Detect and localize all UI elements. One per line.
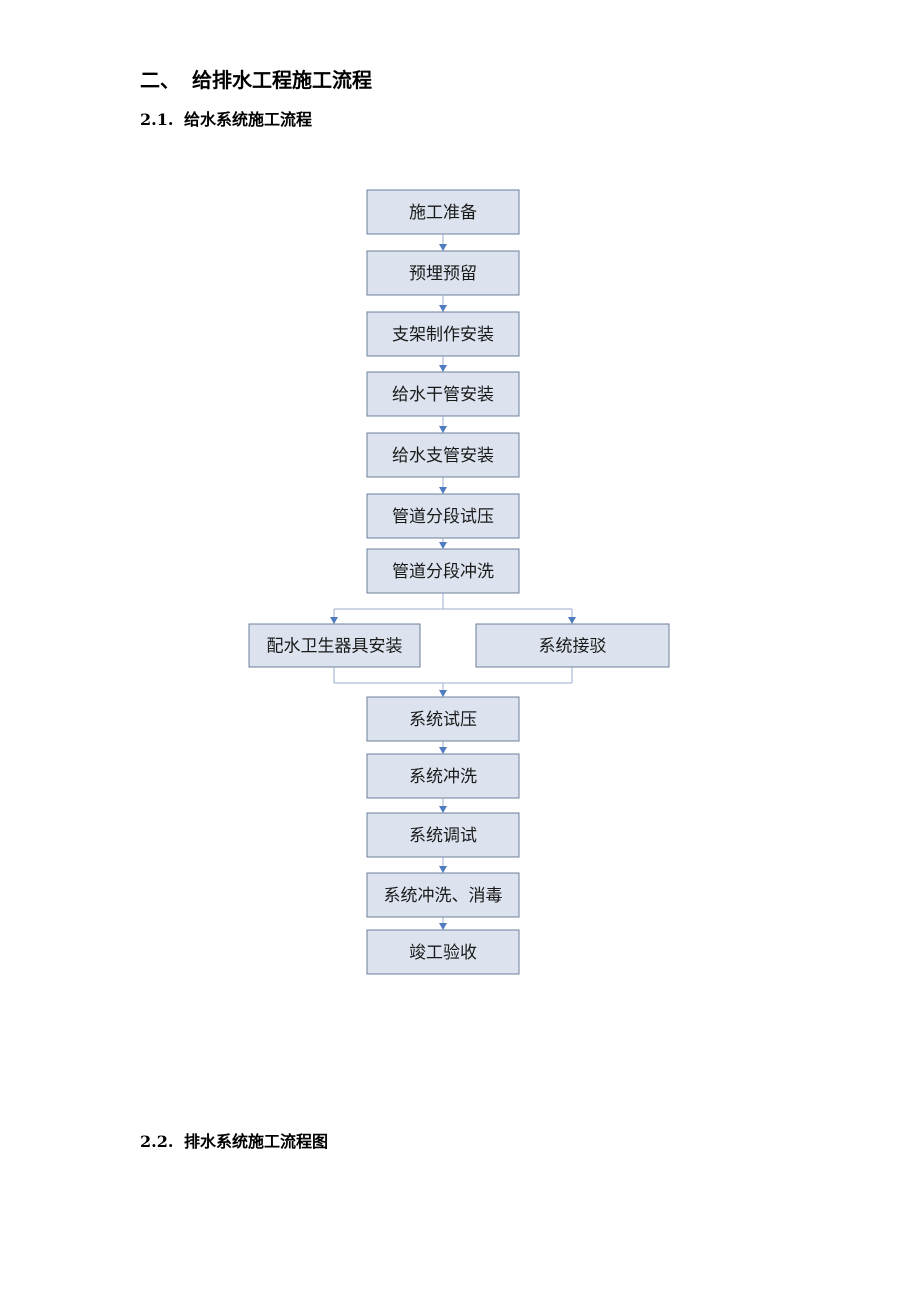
flow-connector-b4-arrow: [439, 923, 447, 930]
flow-step-4-rect: [366, 371, 520, 417]
flow-connector-6-arrow: [439, 542, 447, 549]
flow-branch-right: 系统接驳: [475, 623, 670, 668]
flow-step-2-rect: [366, 250, 520, 296]
flow-step-b1-label: 系统试压: [409, 710, 477, 730]
flow-step-6-rect: [366, 493, 520, 539]
flow-step-b4-label: 系统冲洗、消毒: [384, 886, 503, 906]
subsection-heading-water-supply: 2.1. 给水系统施工流程: [140, 106, 312, 130]
flow-step-b3-label: 系统调试: [409, 826, 477, 846]
flow-step-4-label: 给水干管安装: [392, 385, 494, 405]
flow-step-1-rect: [366, 189, 520, 235]
flow-connector-b3-arrow: [439, 866, 447, 873]
merge-stem-arrow: [439, 690, 447, 697]
flow-step-5-rect: [366, 432, 520, 478]
split-right-arrow: [568, 617, 576, 624]
flow-connector-2-arrow: [439, 305, 447, 312]
subsection-title: 排水系统施工流程图: [184, 1132, 329, 1151]
flow-step-b4: 系统冲洗、消毒: [366, 872, 520, 918]
flow-connector-3-arrow: [439, 365, 447, 372]
flow-step-1: 施工准备: [366, 189, 520, 235]
flow-connector-b2-arrow: [439, 806, 447, 813]
flow-step-7-rect: [366, 548, 520, 594]
flow-step-5-label: 给水支管安装: [392, 446, 494, 466]
flow-step-1-label: 施工准备: [409, 203, 477, 223]
flow-step-b1: 系统试压: [366, 696, 520, 742]
flow-step-b3: 系统调试: [366, 812, 520, 858]
flow-step-b2-rect: [366, 753, 520, 799]
subsection-title: 给水系统施工流程: [184, 110, 313, 129]
flow-step-b2-label: 系统冲洗: [409, 767, 477, 787]
flow-connector-5-arrow: [439, 487, 447, 494]
flow-step-6: 管道分段试压: [366, 493, 520, 539]
flow-branch-right-rect: [475, 623, 670, 668]
flow-step-3: 支架制作安装: [366, 311, 520, 357]
flow-step-5: 给水支管安装: [366, 432, 520, 478]
flow-connector-1-arrow: [439, 244, 447, 251]
section-heading: 二、给排水工程施工流程: [140, 64, 372, 93]
flow-step-7: 管道分段冲洗: [366, 548, 520, 594]
flow-connector-4-arrow: [439, 426, 447, 433]
flow-step-4: 给水干管安装: [366, 371, 520, 417]
section-number: 二、: [140, 68, 180, 92]
flow-step-3-label: 支架制作安装: [392, 325, 494, 345]
flow-step-b4-rect: [366, 872, 520, 918]
flow-step-b2: 系统冲洗: [366, 753, 520, 799]
flow-step-b5-rect: [366, 929, 520, 975]
subsection-number: 2.1.: [140, 110, 174, 129]
flow-step-7-label: 管道分段冲洗: [392, 562, 494, 582]
flow-step-2-label: 预埋预留: [409, 264, 477, 284]
flow-branch-left: 配水卫生器具安装: [248, 623, 421, 668]
flow-branch-left-label: 配水卫生器具安装: [267, 637, 403, 657]
subsection-number: 2.2.: [140, 1132, 174, 1151]
section-title: 给排水工程施工流程: [192, 68, 372, 92]
flow-step-b3-rect: [366, 812, 520, 858]
split-left-arrow: [330, 617, 338, 624]
flow-step-2: 预埋预留: [366, 250, 520, 296]
subsection-heading-drainage: 2.2. 排水系统施工流程图: [140, 1128, 328, 1152]
flow-connector-b1-arrow: [439, 747, 447, 754]
flow-branch-left-rect: [248, 623, 421, 668]
flow-branch-right-label: 系统接驳: [539, 637, 607, 657]
flow-step-b1-rect: [366, 696, 520, 742]
flow-step-6-label: 管道分段试压: [392, 507, 494, 527]
flow-step-b5-label: 竣工验收: [409, 943, 477, 963]
flow-step-b5: 竣工验收: [366, 929, 520, 975]
